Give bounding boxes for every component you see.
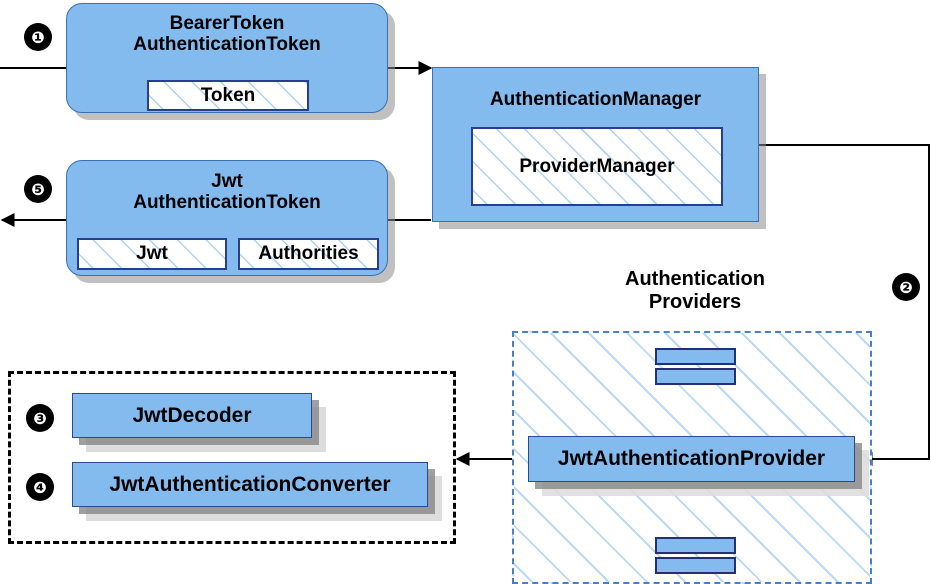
- bearer-token-slot-label: Token: [200, 84, 256, 106]
- jwt-token-title-line1: Jwt: [211, 171, 243, 192]
- jwt-token-slot-jwt-label: Jwt: [136, 243, 168, 264]
- bearer-token-title: BearerToken AuthenticationToken: [67, 13, 387, 56]
- jwt-authentication-token-box[interactable]: Jwt AuthenticationToken Jwt Authorities: [66, 160, 388, 276]
- authentication-providers-label: Authentication Providers: [530, 268, 860, 314]
- bearer-token-title-line2: AuthenticationToken: [133, 34, 321, 56]
- step-bullet-4: ❹: [27, 474, 53, 500]
- authentication-manager-title: AuthenticationManager: [433, 89, 758, 111]
- jwt-token-slot-jwt: Jwt: [77, 238, 227, 270]
- bearer-token-slot-token: Token: [147, 80, 309, 111]
- jwt-authentication-provider-label: JwtAuthenticationProvider: [557, 447, 826, 470]
- step-bullet-2-label: ❷: [899, 277, 913, 297]
- provider-stub-top-1: [655, 348, 736, 365]
- jwt-decoder-label: JwtDecoder: [132, 403, 252, 427]
- jwt-authentication-provider-box[interactable]: JwtAuthenticationProvider: [528, 436, 855, 482]
- authentication-manager-box[interactable]: AuthenticationManager ProviderManager: [432, 67, 759, 222]
- provider-stub-bottom-2: [655, 557, 736, 574]
- provider-manager-slot: ProviderManager: [471, 127, 723, 206]
- step-bullet-4-label: ❹: [33, 477, 47, 497]
- jwt-decoder-box[interactable]: JwtDecoder: [72, 393, 312, 438]
- jwt-token-title-line2: AuthenticationToken: [133, 192, 321, 214]
- provider-stub-bottom-1: [655, 537, 736, 554]
- step-bullet-1: ❶: [25, 24, 51, 50]
- step-bullet-3: ❸: [27, 405, 53, 431]
- step-bullet-1-label: ❶: [31, 27, 45, 47]
- step-bullet-5: ❺: [25, 176, 51, 202]
- step-bullet-5-label: ❺: [31, 179, 45, 199]
- authentication-providers-label-line2: Providers: [648, 291, 742, 313]
- jwt-token-slot-authorities: Authorities: [238, 238, 379, 270]
- provider-manager-label: ProviderManager: [519, 155, 675, 177]
- jwt-token-slot-authorities-label: Authorities: [258, 243, 359, 264]
- jwt-components-container: [8, 371, 456, 544]
- provider-stub-top-2: [655, 368, 736, 385]
- bearer-token-authentication-token-box[interactable]: BearerToken AuthenticationToken Token: [66, 3, 388, 113]
- authentication-providers-label-line1: Authentication: [625, 268, 765, 290]
- step-bullet-3-label: ❸: [33, 408, 47, 428]
- step-bullet-2: ❷: [893, 274, 919, 300]
- jwt-authentication-converter-box[interactable]: JwtAuthenticationConverter: [72, 462, 428, 507]
- authentication-manager-title-label: AuthenticationManager: [489, 89, 702, 110]
- jwt-token-title: Jwt AuthenticationToken: [67, 171, 387, 214]
- bearer-token-title-line1: BearerToken: [169, 13, 285, 34]
- wire-manager-to-provider: [759, 144, 930, 466]
- jwt-authentication-converter-label: JwtAuthenticationConverter: [109, 472, 391, 496]
